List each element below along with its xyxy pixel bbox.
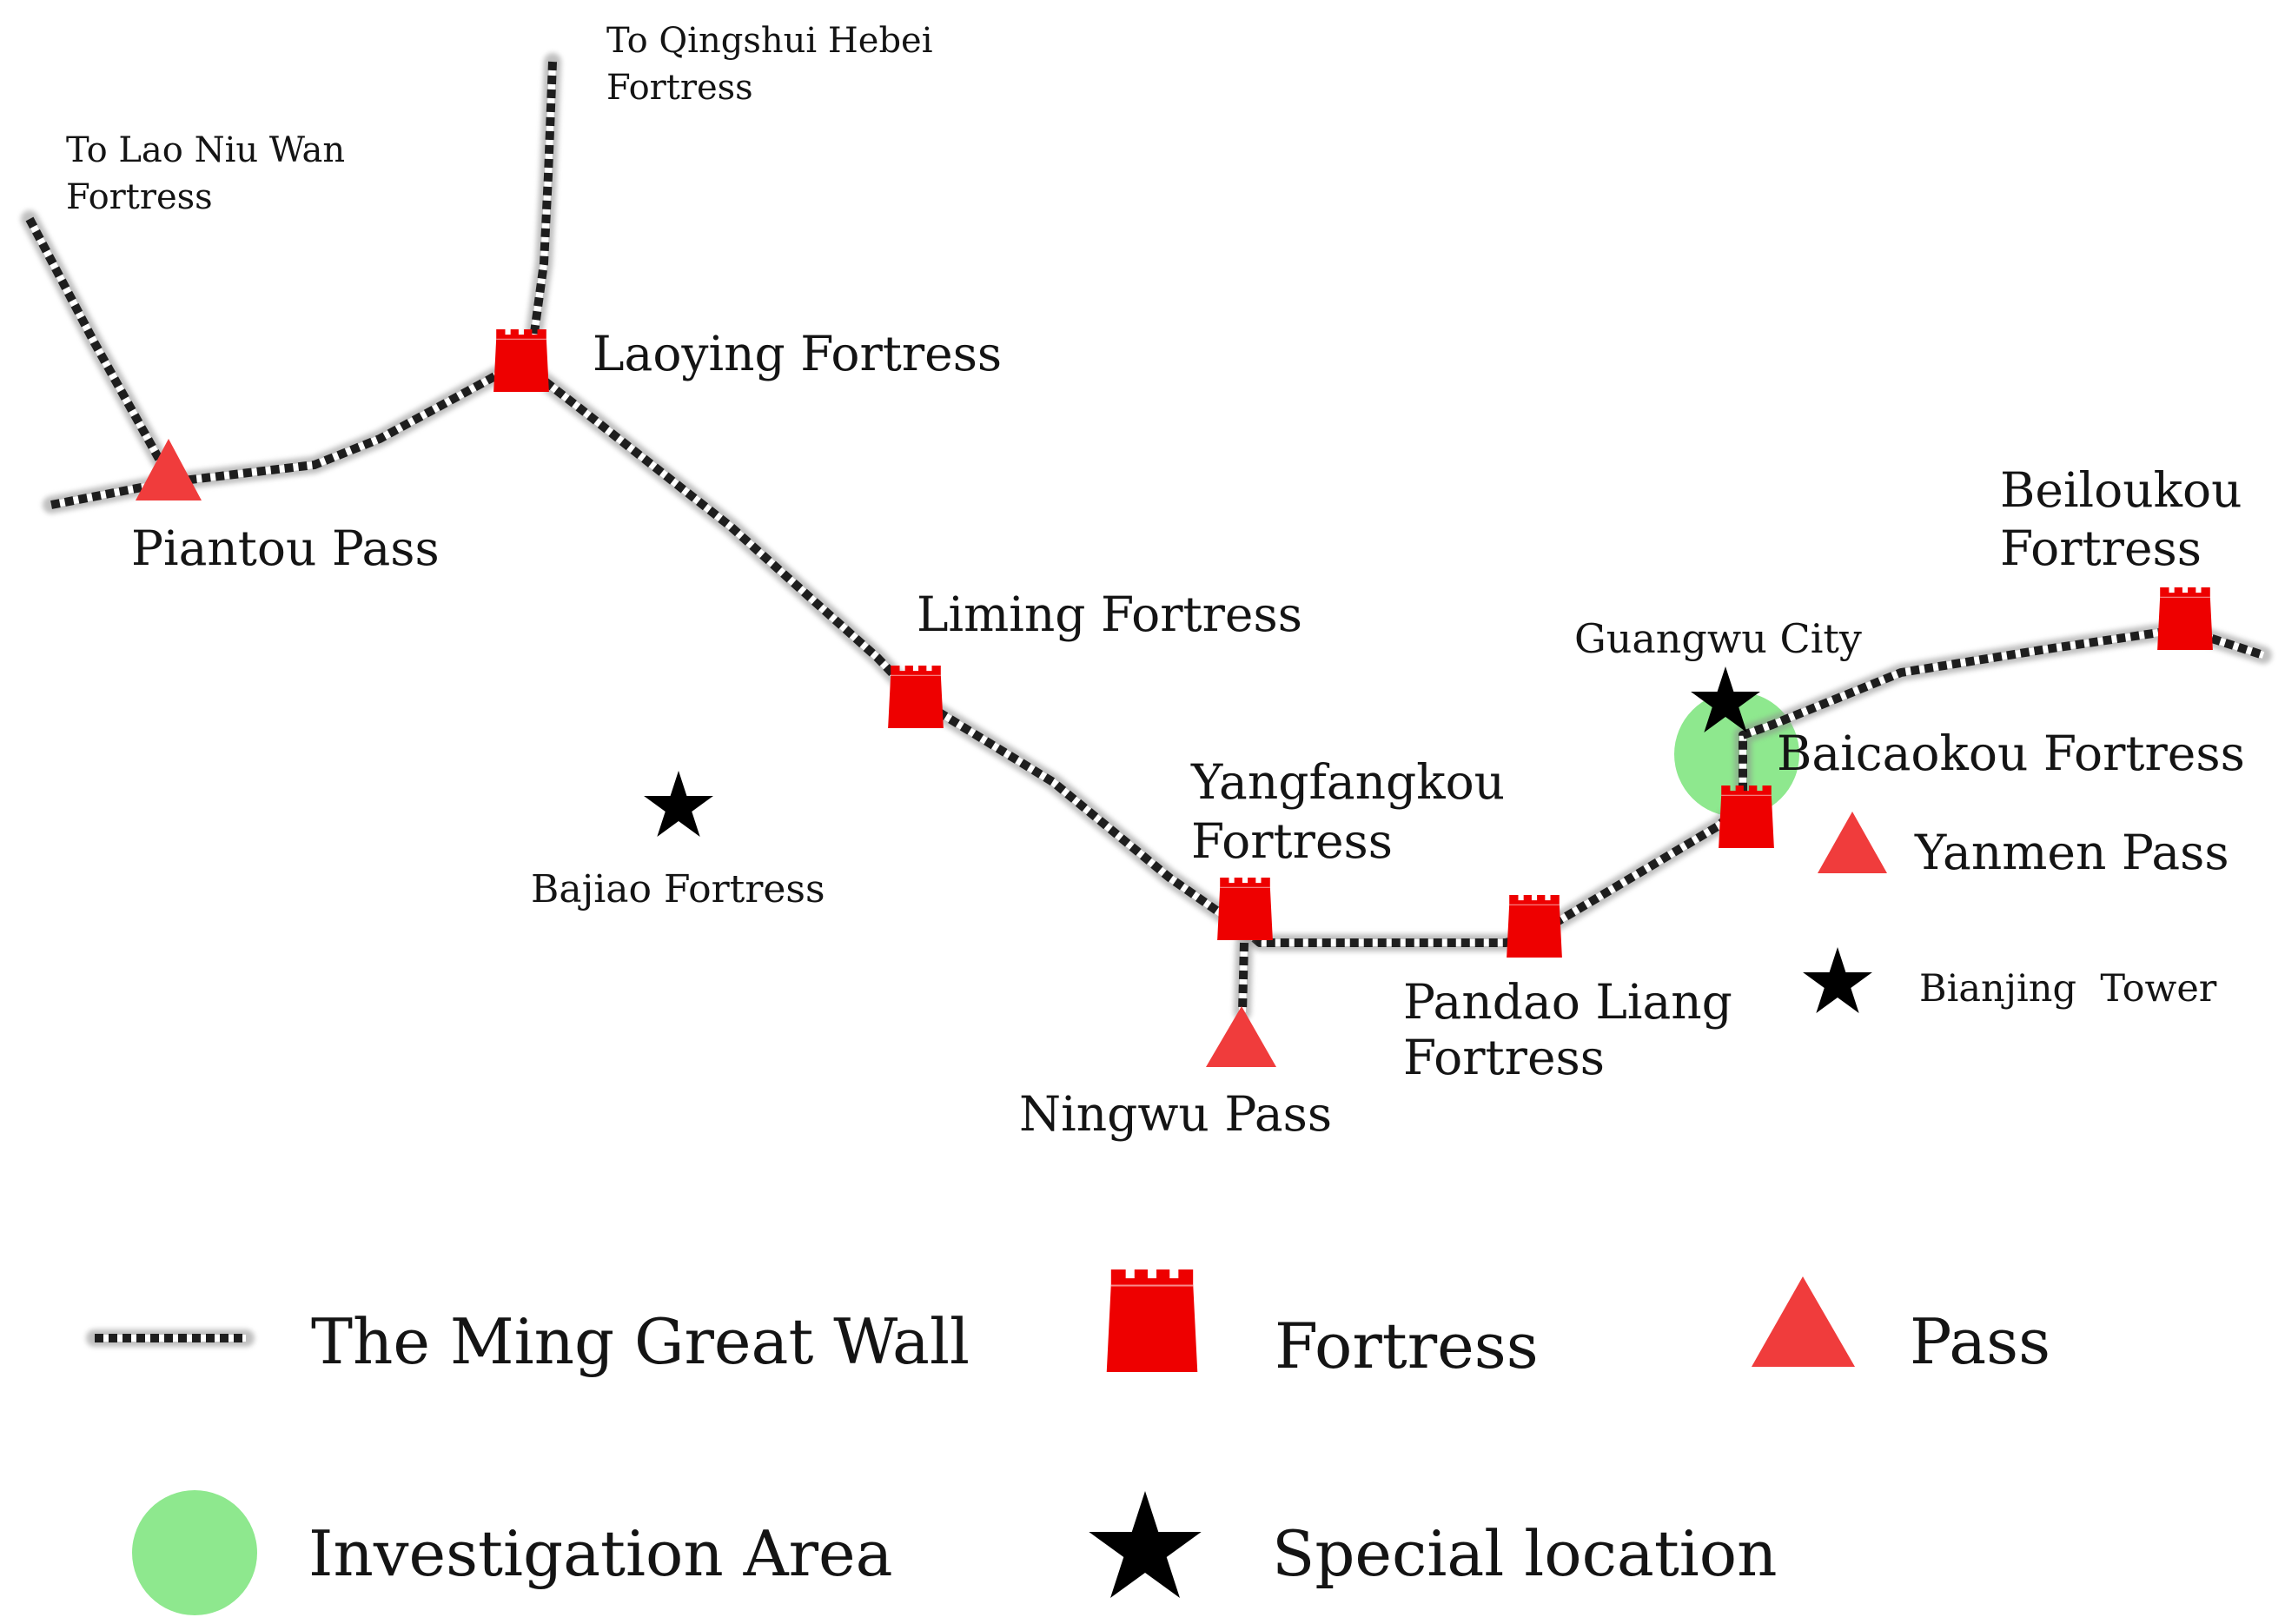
great-wall-branch-ningwu	[1242, 943, 1244, 1012]
fortress-icon-liming	[887, 666, 944, 728]
legend-triangle-icon	[1752, 1276, 1855, 1367]
legend-label-special-location: Special location	[1272, 1517, 1778, 1590]
label-ningwu-pass: Ningwu Pass	[1019, 1086, 1333, 1142]
label-yangfangkou-line2: Fortress	[1191, 813, 1393, 869]
legend-label-wall: The Ming Great Wall	[311, 1305, 970, 1378]
label-guangwu-city: Guangwu City	[1574, 615, 1862, 662]
pass-triangle-icon-yanmen	[1818, 812, 1887, 873]
label-to-lao-niu-wan-line1: To Lao Niu Wan	[66, 130, 346, 170]
label-baicaokou-fortress: Baicaokou Fortress	[1777, 726, 2245, 781]
label-piantou-pass: Piantou Pass	[131, 520, 440, 576]
legend-star-icon	[1089, 1491, 1202, 1599]
label-pandao-liang-line1: Pandao Liang	[1403, 974, 1732, 1030]
label-to-lao-niu-wan-line2: Fortress	[66, 177, 213, 217]
great-wall-branch-lao-niu-wan	[30, 219, 160, 461]
label-pandao-liang-line2: Fortress	[1403, 1030, 1605, 1085]
fortress-icon-pandao-liang	[1506, 895, 1563, 958]
great-wall-branch-qingshui	[533, 62, 553, 339]
label-bajiao-fortress: Bajiao Fortress	[531, 867, 825, 911]
legend-label-fortress: Fortress	[1275, 1309, 1539, 1382]
fortress-icon-laoying	[493, 329, 550, 392]
fortress-icon-baicaokou	[1718, 785, 1775, 848]
label-beiloukou-line1: Beiloukou	[2000, 462, 2242, 518]
pass-triangle-icon-piantou	[136, 439, 202, 500]
star-icon-bianjing-tower	[1803, 947, 1872, 1013]
fortress-icon-beiloukou	[2156, 587, 2214, 650]
legend-circle-icon	[132, 1490, 257, 1615]
label-to-qingshui-line1: To Qingshui Hebei	[606, 21, 933, 61]
fortress-icon-yangfangkou	[1216, 878, 1274, 940]
label-laoying-fortress: Laoying Fortress	[593, 326, 1003, 381]
label-yangfangkou-line1: Yangfangkou	[1191, 754, 1506, 810]
label-yanmen-pass: Yanmen Pass	[1915, 825, 2229, 880]
legend-label-investigation-area: Investigation Area	[308, 1517, 893, 1590]
label-to-qingshui-line2: Fortress	[606, 68, 753, 108]
legend-fortress-icon	[1105, 1269, 1199, 1372]
label-bianjing-tower: Bianjing Tower	[1919, 967, 2217, 1011]
label-beiloukou-line2: Fortress	[2000, 520, 2202, 576]
pass-triangle-icon-ningwu	[1206, 1006, 1276, 1067]
label-liming-fortress: Liming Fortress	[917, 587, 1302, 642]
star-icon-bajiao-fortress	[644, 771, 713, 837]
legend-label-pass: Pass	[1910, 1305, 2051, 1378]
